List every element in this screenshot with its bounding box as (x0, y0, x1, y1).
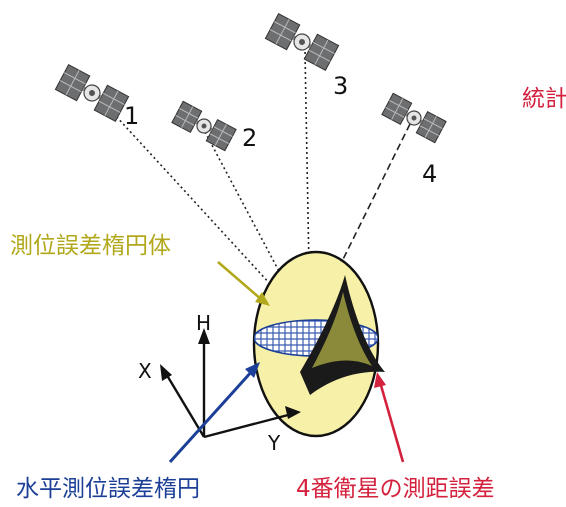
satellite-3-number: 3 (333, 72, 348, 100)
range-error-wedge-inner (312, 292, 372, 368)
axis-label-y: Y (267, 431, 281, 455)
satellite-4-number: 4 (422, 160, 437, 188)
coordinate-axes (160, 328, 301, 439)
range-error-label: 4番衛星の測距誤差 (296, 476, 495, 502)
horizontal-ellipse-pointer-arrowhead (245, 362, 260, 378)
horizontal-ellipse-label: 水平測位誤差楕円 (16, 476, 200, 502)
horizontal-ellipse-pointer-line (168, 368, 255, 464)
pointer-arrows (168, 261, 405, 464)
axis-label-x: X (138, 359, 152, 383)
range-error-pointer-line (378, 381, 405, 463)
sight-line-2 (204, 131, 307, 323)
y-axis-line (203, 412, 293, 439)
satellite-1-number: 1 (124, 102, 139, 130)
partial-heading: 統計 (522, 86, 566, 112)
range-error-pointer-arrowhead (374, 372, 386, 388)
satellite-2 (171, 100, 237, 152)
sight-line-4 (311, 123, 411, 323)
satellite-2-number: 2 (242, 124, 257, 152)
error-ellipsoid (252, 250, 385, 438)
satellite-3 (264, 13, 340, 71)
ellipsoid-label: 測位誤差楕円体 (10, 233, 171, 259)
satellite-icon (264, 13, 340, 71)
satellite-icon (171, 100, 237, 152)
h-axis-arrowhead (198, 328, 210, 344)
x-axis-arrowhead (160, 364, 172, 381)
satellite-4 (381, 92, 447, 144)
satellite-1 (54, 64, 130, 122)
line-of-sight-group (102, 51, 411, 323)
satellite-icon (54, 64, 130, 122)
axis-label-h: H (196, 311, 211, 335)
ellipsoid-pointer-line (217, 261, 263, 301)
x-axis-line (163, 371, 206, 438)
y-axis-arrowhead (285, 406, 301, 419)
ellipsoid-pointer-arrowhead (255, 292, 270, 306)
satellite-icon (381, 92, 447, 144)
